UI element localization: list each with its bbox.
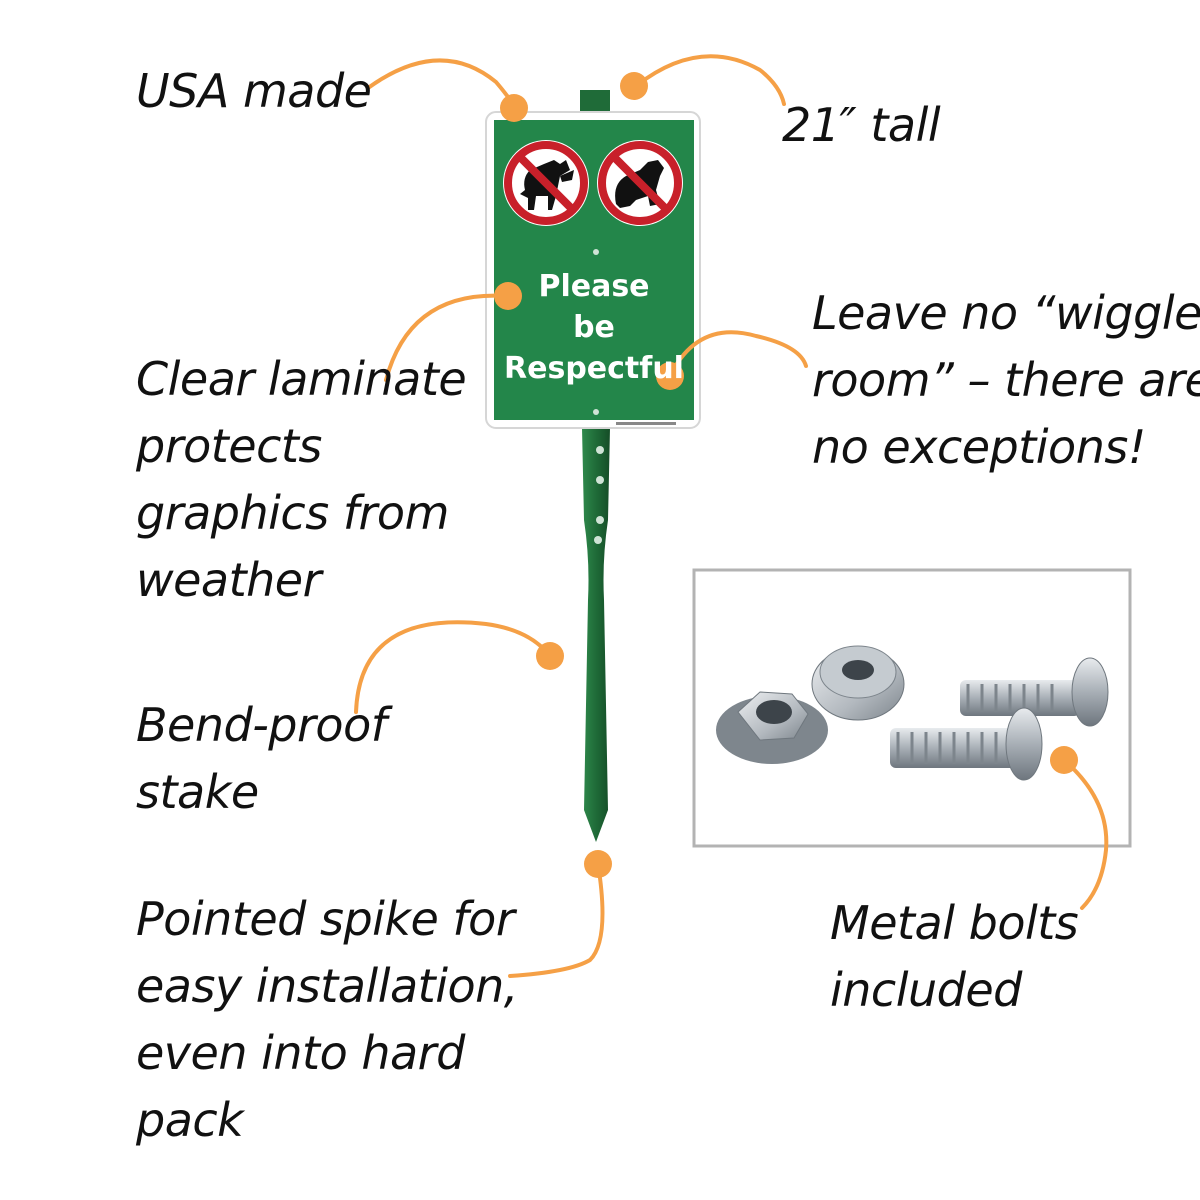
sign-line: be <box>573 310 615 345</box>
callout-dots <box>494 72 1078 878</box>
callout-line: 21″ tall <box>782 98 941 152</box>
callout-line: room” – there are <box>812 353 1200 407</box>
fine-print <box>616 422 676 425</box>
callout-line: no exceptions! <box>812 420 1146 474</box>
callout-usa-made: USA made <box>136 58 372 125</box>
callout-line: stake <box>136 765 259 819</box>
callout-line: Metal bolts <box>830 896 1079 950</box>
sign-hole <box>593 409 599 415</box>
callout-height: 21″ tall <box>782 92 941 159</box>
callout-wiggle-room: Leave no “wiggle room” – there are no ex… <box>812 280 1200 481</box>
stake <box>582 428 610 842</box>
hex-nut <box>716 691 828 764</box>
sign-hole <box>593 249 599 255</box>
callout-line: weather <box>136 553 322 607</box>
callout-pointed-spike: Pointed spike for easy installation, eve… <box>136 886 518 1154</box>
flange-nut <box>811 645 905 721</box>
callout-line: Bend-proof <box>136 698 387 752</box>
callout-line: USA made <box>136 64 372 118</box>
sign-line: Please <box>538 269 650 304</box>
no-dog-pooping-icon <box>597 140 683 226</box>
callout-line: graphics from <box>136 486 449 540</box>
bolts-image <box>692 568 1132 848</box>
sign-board <box>485 111 701 429</box>
callout-line: Clear laminate <box>136 352 467 406</box>
sign-line: Respectful <box>504 351 684 386</box>
bolt <box>960 657 1109 727</box>
callout-line: protects <box>136 419 322 473</box>
callout-line: even into hard <box>136 1026 465 1080</box>
sign-message: Please be Respectful <box>494 266 694 389</box>
callout-line: Leave no “wiggle <box>812 286 1200 340</box>
bolt <box>890 707 1043 781</box>
callout-line: easy installation, <box>136 959 518 1013</box>
stake-top-tab <box>580 90 610 112</box>
callout-bend-proof: Bend-proof stake <box>136 692 387 826</box>
callout-line: Pointed spike for <box>136 892 515 946</box>
callout-line: included <box>830 963 1022 1017</box>
callout-line: pack <box>136 1093 244 1147</box>
callout-metal-bolts: Metal bolts included <box>830 890 1079 1024</box>
no-dog-peeing-icon <box>503 140 589 226</box>
callout-laminate: Clear laminate protects graphics from we… <box>136 346 467 614</box>
